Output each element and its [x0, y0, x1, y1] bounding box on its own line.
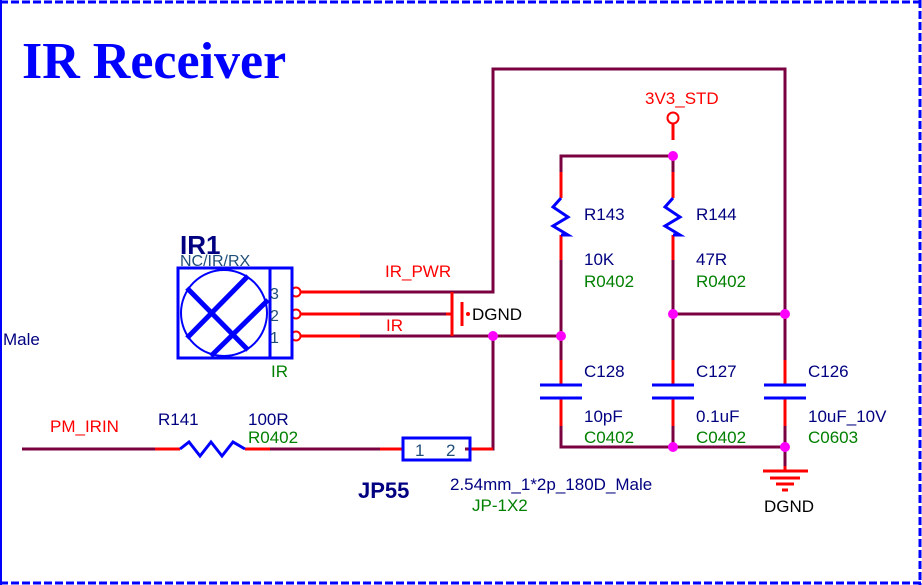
jp55-designator: JP55: [358, 478, 409, 503]
net-label-ir: IR: [386, 316, 403, 335]
r144-symbol: [662, 197, 686, 237]
net-label-pm-irin: PM_IRIN: [50, 417, 119, 436]
resistors: [179, 197, 686, 459]
capacitors: [540, 383, 806, 400]
power-port-3v3: [666, 111, 680, 125]
ir1-symbol[interactable]: [176, 266, 294, 360]
wire-ir-pwr: [360, 67, 787, 314]
c128-designator: C128: [584, 362, 625, 381]
sheet-title: IR Receiver: [22, 33, 286, 90]
junctions: [488, 151, 790, 452]
r143-value: 10K: [584, 250, 615, 269]
r144-footprint: R0402: [696, 272, 746, 291]
ir1-pin-circles: [290, 286, 302, 342]
ir1-pin-3: 3: [270, 286, 279, 303]
r141-designator: R141: [158, 410, 199, 429]
c126-footprint: C0603: [808, 428, 858, 447]
wire-gnd-bottom: [559, 426, 785, 449]
ground-symbol: [763, 469, 808, 492]
c127-designator: C127: [696, 362, 737, 381]
r144-designator: R144: [696, 205, 737, 224]
ir1-pin-2: 2: [270, 308, 279, 325]
jp55-footprint: JP-1X2: [472, 496, 528, 515]
power-label-3v3: 3V3_STD: [645, 89, 719, 108]
c126-value: 10uF_10V: [808, 407, 887, 426]
c127-footprint: C0402: [696, 428, 746, 447]
wire-3v3: [559, 154, 675, 172]
jp55-symbol[interactable]: [401, 436, 472, 462]
pin-stubs: [155, 124, 787, 470]
c128-value: 10pF: [584, 407, 623, 426]
left-edge-text: Male: [3, 330, 40, 349]
gnd-label-bottom: DGND: [764, 497, 814, 516]
r143-designator: R143: [584, 205, 625, 224]
jp55-pin-1: 1: [415, 441, 424, 460]
ir1-footprint: IR: [271, 362, 288, 381]
ir1-pin-1: 1: [270, 330, 279, 347]
jp55-pin-2: 2: [446, 441, 455, 460]
jp55-value: 2.54mm_1*2p_180D_Male: [450, 475, 652, 494]
wire-ir-to-jp55: [465, 336, 495, 451]
c128-footprint: C0402: [584, 428, 634, 447]
ir1-designator: IR1: [180, 230, 220, 260]
r141-symbol: [179, 439, 246, 459]
dgnd-dot: [466, 312, 470, 316]
c127-value: 0.1uF: [696, 407, 739, 426]
gnd-label-ir: DGND: [472, 305, 522, 324]
r144-value: 47R: [696, 250, 727, 269]
ir1-value: NC/IR/RX: [180, 253, 251, 270]
r143-footprint: R0402: [584, 272, 634, 291]
net-label-ir-pwr: IR_PWR: [385, 262, 451, 281]
r141-footprint: R0402: [248, 428, 298, 447]
r143-symbol: [550, 197, 574, 237]
r141-value: 100R: [248, 410, 289, 429]
c126-designator: C126: [808, 362, 849, 381]
